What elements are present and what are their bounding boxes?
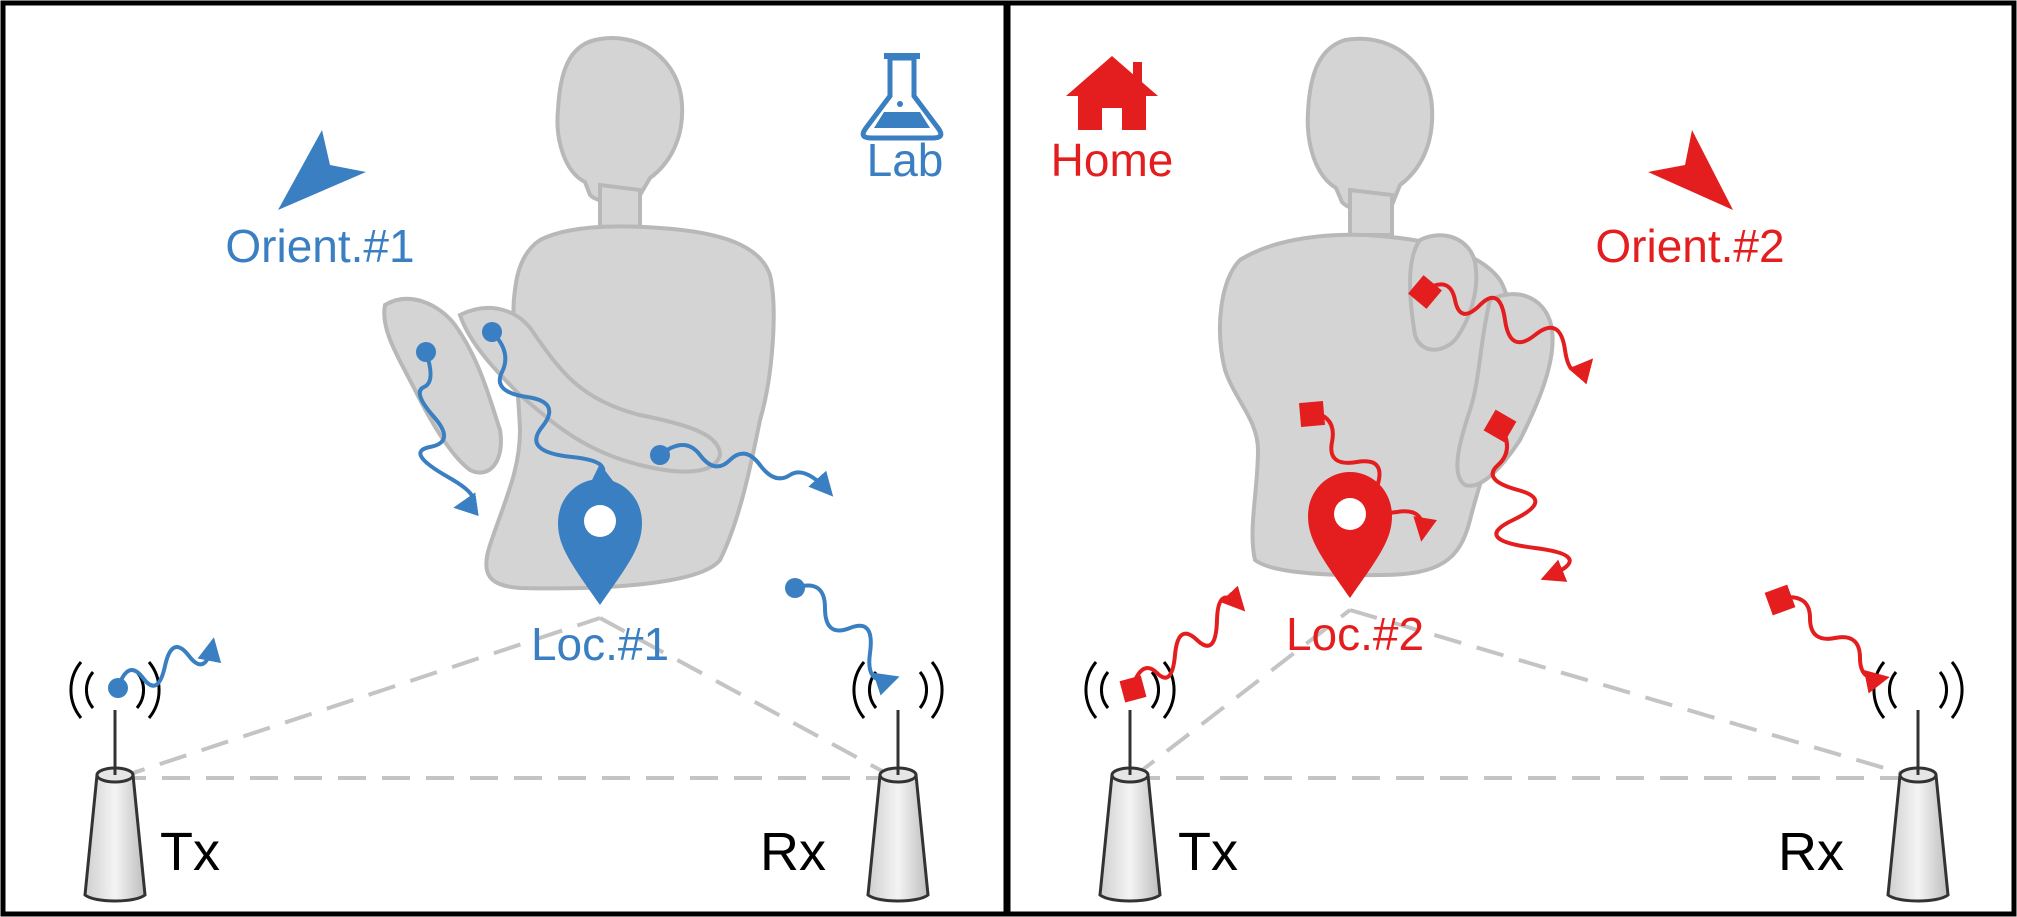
signal-sources-home xyxy=(1119,275,1796,703)
orientation-arrow-icon xyxy=(1648,130,1733,210)
transmitter-label: Tx xyxy=(160,822,220,882)
receiver-label: Rx xyxy=(760,822,826,882)
panel-home: Home Orient.#2 Loc.#2 Tx Rx xyxy=(1005,0,2017,917)
panel-lab-border xyxy=(0,0,1009,917)
receiver-label: Rx xyxy=(1778,822,1844,882)
location-label: Loc.#2 xyxy=(1286,608,1424,660)
orientation-label: Orient.#1 xyxy=(225,220,414,272)
location-label: Loc.#1 xyxy=(531,618,669,670)
orientation-label: Orient.#2 xyxy=(1595,220,1784,272)
orientation-arrow-icon xyxy=(278,130,366,210)
panel-lab: Lab Orient.#1 Loc.#1 Tx Rx xyxy=(0,0,1009,917)
signal-paths-home xyxy=(1130,282,1890,694)
signal-sources-lab xyxy=(108,322,805,698)
flask-icon xyxy=(860,53,944,141)
house-icon xyxy=(1066,56,1158,130)
link-lines-home xyxy=(1130,608,1919,780)
transmitter-label: Tx xyxy=(1178,822,1238,882)
scene-label: Lab xyxy=(867,134,944,186)
panel-home-border xyxy=(1005,0,2017,917)
link-lines-lab xyxy=(117,616,896,780)
signal-paths-lab xyxy=(116,330,900,696)
scene-label: Home xyxy=(1051,134,1174,186)
